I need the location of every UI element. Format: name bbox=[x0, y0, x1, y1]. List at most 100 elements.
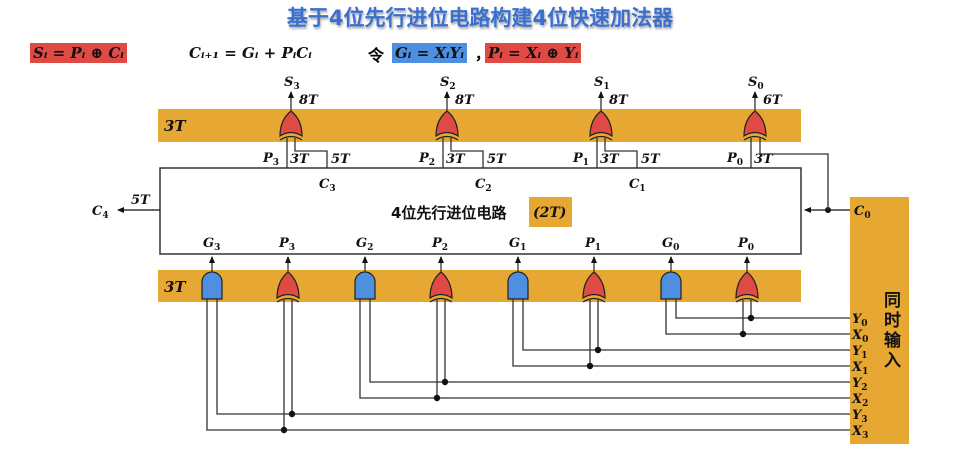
p-label-top-1: P1 bbox=[572, 151, 589, 168]
xor-gate-sum-2 bbox=[435, 110, 459, 138]
input-panel bbox=[850, 197, 909, 444]
carry-wire-1 bbox=[604, 138, 638, 168]
carry-wire-3 bbox=[294, 138, 328, 168]
carry-label-2: C2 bbox=[475, 177, 492, 194]
panel-label-4: 入 bbox=[884, 351, 901, 371]
bottom-band-delay: 3T bbox=[164, 278, 187, 296]
c4-delay: 5T bbox=[131, 193, 151, 208]
page-title: 基于4位先行进位电路构建4位快速加法器 bbox=[286, 6, 674, 30]
sum-label-1: S1 bbox=[594, 75, 610, 92]
input-label-x3: X3 bbox=[851, 424, 868, 441]
let-word: 令 bbox=[368, 46, 385, 65]
p-label-top-0: P0 bbox=[726, 151, 743, 168]
y3-wire bbox=[216, 299, 850, 415]
input-label-x0: X0 bbox=[851, 328, 868, 345]
y0-junction bbox=[747, 314, 755, 322]
xor-gate-sum-0 bbox=[743, 110, 767, 138]
cla-input-label-p1: P1 bbox=[584, 236, 601, 253]
cla-block bbox=[159, 167, 802, 255]
y3-junction bbox=[288, 410, 296, 418]
xor-gate-p0 bbox=[735, 271, 759, 300]
cla-input-label-g2: G2 bbox=[356, 236, 373, 253]
cla-input-label-p0: P0 bbox=[737, 236, 754, 253]
p-delay-3: 3T bbox=[290, 152, 310, 167]
sum-label-2: S2 bbox=[440, 75, 456, 92]
xor-gate-p1 bbox=[582, 271, 606, 300]
xor-gate-sum-2-back-curve bbox=[435, 135, 459, 141]
xor-gate-p1-back-curve bbox=[582, 297, 606, 303]
cla-label: 4位先行进位电路 bbox=[391, 204, 507, 222]
panel-label-2: 时 bbox=[884, 311, 901, 331]
xor-gate-sum-0-back-curve bbox=[743, 135, 767, 141]
generate-formula: Gᵢ = XᵢYᵢ bbox=[392, 43, 467, 63]
and-gate-g2 bbox=[354, 271, 376, 300]
p-delay-2: 3T bbox=[446, 152, 466, 167]
top-band bbox=[158, 109, 801, 142]
y0-wire bbox=[675, 299, 850, 319]
c0-to-s0-wire bbox=[759, 138, 829, 210]
input-label-y0: Y0 bbox=[852, 312, 868, 329]
xor-gate-sum-1 bbox=[589, 110, 613, 138]
top-band-delay: 3T bbox=[164, 117, 187, 135]
x2-junction bbox=[433, 394, 441, 402]
cla-input-label-g0: G0 bbox=[662, 236, 679, 253]
input-label-y3: Y3 bbox=[852, 408, 868, 425]
xor-gate-p3-back-curve bbox=[276, 297, 300, 303]
p-label-top-3: P3 bbox=[262, 151, 279, 168]
p-delay-0: 3T bbox=[754, 152, 774, 167]
xor-gate-sum-3-back-curve bbox=[279, 135, 303, 141]
input-label-x1: X1 bbox=[851, 360, 868, 377]
sum-delay-2: 8T bbox=[455, 93, 475, 108]
xor-gate-p0-back-curve bbox=[735, 297, 759, 303]
cla-input-label-g1: G1 bbox=[509, 236, 526, 253]
xor-gate-p3 bbox=[276, 271, 300, 300]
xor-gate-p2-back-curve bbox=[429, 297, 453, 303]
carry-label-3: C3 bbox=[319, 177, 336, 194]
carry-formula: Cᵢ₊₁ = Gᵢ + PᵢCᵢ bbox=[189, 44, 312, 62]
and-gate-g3 bbox=[201, 271, 223, 300]
y1-junction bbox=[594, 346, 602, 354]
bottom-band bbox=[158, 270, 801, 302]
input-label-y2: Y2 bbox=[852, 376, 868, 393]
cla-input-label-p2: P2 bbox=[431, 236, 448, 253]
sum-formula: Sᵢ = Pᵢ ⊕ Cᵢ bbox=[30, 43, 127, 63]
input-label-y1: Y1 bbox=[852, 344, 868, 361]
carry-delay-1: 5T bbox=[641, 152, 661, 167]
panel-label-1: 同 bbox=[884, 291, 901, 311]
cla-delay-box bbox=[529, 197, 572, 227]
carry-label-1: C1 bbox=[629, 177, 646, 194]
sum-label-3: S3 bbox=[284, 75, 300, 92]
cla-input-label-g3: G3 bbox=[203, 236, 220, 253]
sum-delay-3: 8T bbox=[299, 93, 319, 108]
x3-junction bbox=[280, 426, 288, 434]
and-gate-g0 bbox=[660, 271, 682, 300]
x2-wire bbox=[359, 299, 850, 399]
sum-label-0: S0 bbox=[748, 75, 764, 92]
cla-delay: (2T) bbox=[533, 205, 566, 221]
carry-wire-2 bbox=[450, 138, 484, 168]
xor-gate-sum-1-back-curve bbox=[589, 135, 613, 141]
carry-delay-3: 5T bbox=[331, 152, 351, 167]
y2-junction bbox=[441, 378, 449, 386]
x1-wire bbox=[512, 299, 850, 367]
cla-input-label-p3: P3 bbox=[278, 236, 295, 253]
p-label-top-2: P2 bbox=[418, 151, 435, 168]
sum-delay-0: 6T bbox=[763, 93, 783, 108]
input-label-x2: X2 bbox=[851, 392, 868, 409]
carry-delay-2: 5T bbox=[487, 152, 507, 167]
c0-label: C0 bbox=[854, 204, 871, 221]
xor-gate-sum-3 bbox=[279, 110, 303, 138]
x3-wire bbox=[206, 299, 850, 431]
x0-junction bbox=[739, 330, 747, 338]
panel-label-3: 输 bbox=[884, 330, 902, 351]
p-delay-1: 3T bbox=[600, 152, 620, 167]
sum-delay-1: 8T bbox=[609, 93, 629, 108]
x1-junction bbox=[586, 362, 594, 370]
x0-wire bbox=[665, 299, 850, 335]
and-gate-g1 bbox=[507, 271, 529, 300]
c4-label: C4 bbox=[92, 204, 109, 221]
propagate-formula: Pᵢ = Xᵢ ⊕ Yᵢ bbox=[485, 43, 582, 63]
xor-gate-p2 bbox=[429, 271, 453, 300]
y1-wire bbox=[522, 299, 850, 351]
